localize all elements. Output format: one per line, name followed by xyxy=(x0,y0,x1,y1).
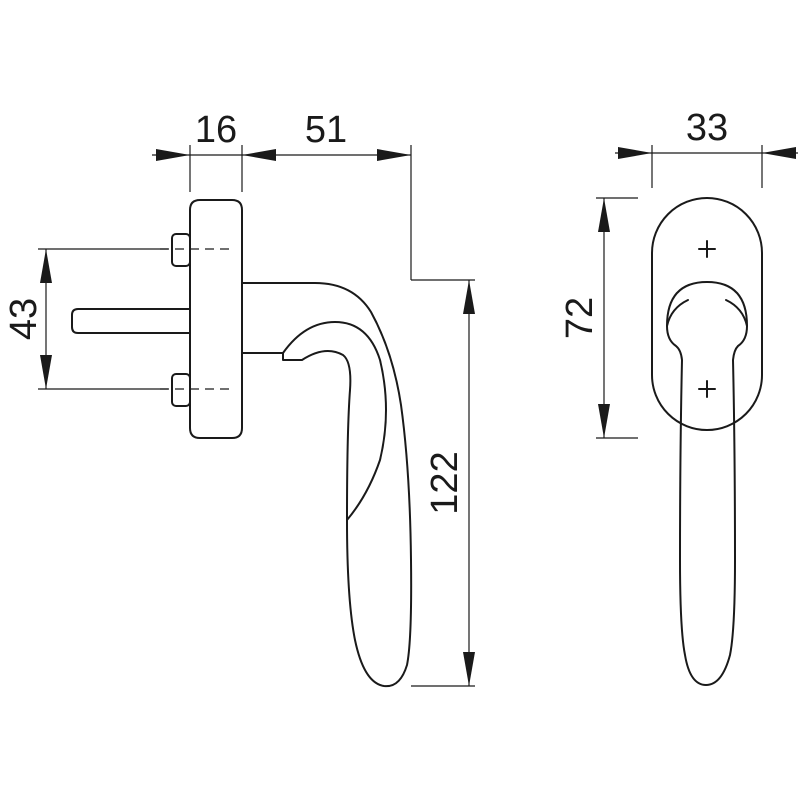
handle-inner-contour xyxy=(282,321,387,521)
handle-front xyxy=(666,281,748,686)
dimension-lines xyxy=(38,145,798,687)
rose-front xyxy=(651,197,763,431)
spindle xyxy=(71,308,191,334)
screw-cross-top xyxy=(698,240,716,258)
handle-front-collar xyxy=(666,299,748,327)
front-view xyxy=(651,197,763,686)
dim-handle-length: 122 xyxy=(424,451,466,514)
screw-top xyxy=(171,233,191,267)
handle-body xyxy=(241,282,413,688)
screw-bottom xyxy=(171,373,191,407)
dim-rose-width: 33 xyxy=(686,107,728,149)
dim-rose-height: 72 xyxy=(559,297,601,339)
screw-cross-bottom xyxy=(698,380,716,398)
dim-handle-projection: 51 xyxy=(305,109,347,151)
dim-screw-spacing: 43 xyxy=(3,298,45,340)
side-view xyxy=(71,199,413,688)
rose-plate xyxy=(189,199,243,439)
dim-rose-thickness: 16 xyxy=(195,109,237,151)
